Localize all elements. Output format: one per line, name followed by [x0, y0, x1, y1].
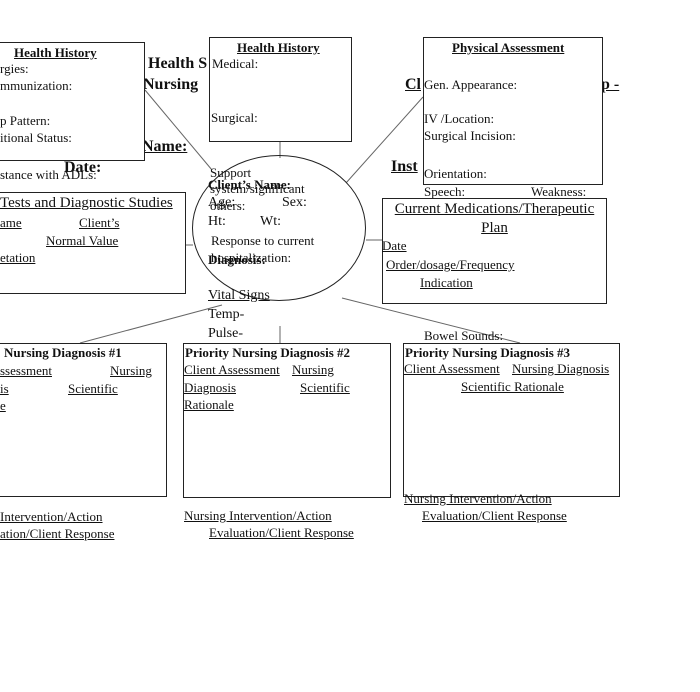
weight-label: Wt:	[260, 214, 281, 229]
lab-col-name: ame	[0, 215, 22, 230]
diagnosis-2-scientific: Scientific	[300, 380, 350, 395]
diagnosis-3-intervention: Nursing Intervention/Action	[404, 491, 552, 506]
medications-title-line2: Plan	[481, 220, 508, 236]
diagnosis-1-rationale: e	[0, 398, 6, 413]
sex-label: Sex:	[282, 195, 307, 210]
medical-label: Medical:	[212, 56, 259, 71]
bowel-sounds-label: Bowel Sounds:	[424, 328, 504, 343]
allergies-label: rgies:	[0, 61, 29, 76]
diagnosis-2-rationale: Rationale	[184, 397, 234, 412]
instructor-label: Inst	[391, 158, 418, 175]
diagnosis-2-evaluation: Evaluation/Client Response	[209, 525, 354, 540]
support-label: Support	[210, 165, 252, 180]
diagnosis-2-diagnosis: Diagnosis	[184, 380, 236, 395]
medications-title-line1: Current Medications/Therapeutic	[394, 201, 595, 217]
diagnosis-1-title: Nursing Diagnosis #1	[4, 345, 122, 360]
weakness-label: Weakness:	[531, 184, 587, 199]
lab-col-normal-value: Normal Value	[46, 233, 119, 248]
diagnosis-1-scientific: Scientific	[68, 381, 118, 396]
medications-indication-label: Indication	[420, 275, 473, 290]
medications-date-label: Date	[382, 238, 407, 253]
diagnosis-1-evaluation: ation/Client Response	[0, 526, 115, 541]
health-history-center-box: Health History	[209, 37, 352, 142]
priority-nursing-diagnosis-3-box	[403, 343, 620, 497]
diagnosis-1-client-assessment: ssessment	[0, 363, 52, 378]
diagnosis-3-client-assessment: Client Assessment	[404, 361, 500, 376]
title-fragment-p: p -	[601, 76, 620, 93]
box-title: Health History	[237, 40, 320, 55]
date-label: Date:	[64, 159, 102, 176]
client-circle	[192, 155, 366, 301]
surgical-incision-label: Surgical Incision:	[424, 128, 516, 143]
sleep-pattern-label: p Pattern:	[0, 113, 51, 128]
assistance-adls-label: stance with ADLs:	[0, 167, 97, 182]
lab-tests-title: Tests and Diagnostic Studies	[0, 195, 173, 211]
box-title: Health History	[14, 45, 97, 60]
diagnosis-1-nursing: Nursing	[110, 363, 152, 378]
diagnosis-3-title: Priority Nursing Diagnosis #3	[405, 345, 571, 360]
others-label: others:	[210, 198, 246, 213]
hospitalization-label: hospitalization:	[211, 250, 292, 265]
gen-appearance-label: Gen. Appearance:	[424, 77, 518, 92]
diagnosis-1-diagnosis: is	[0, 381, 9, 396]
vital-signs-label: Vital Signs	[208, 288, 270, 303]
diagnosis-2-title: Priority Nursing Diagnosis #2	[185, 345, 351, 360]
diagnosis-3-nursing-diagnosis: Nursing Diagnosis	[512, 361, 610, 376]
physical-assessment-box: Physical Assessment	[423, 37, 603, 185]
height-label: Ht:	[208, 214, 226, 229]
age-label: Age:	[208, 195, 236, 210]
speech-label: Speech:	[424, 184, 466, 199]
diagnosis-3-scientific-rationale: Scientific Rationale	[461, 379, 564, 394]
response-label: Response to current	[211, 233, 315, 248]
health-history-left-box: Health History	[0, 42, 145, 161]
temp-label: Temp-	[208, 307, 245, 322]
diagnosis-2-nursing: Nursing	[292, 362, 334, 377]
priority-nursing-diagnosis-2-box	[183, 343, 391, 498]
box-title: Physical Assessment	[452, 40, 565, 55]
name-label: Name:	[142, 138, 188, 155]
immunization-label: mmunization:	[0, 78, 73, 93]
system-significant-label: system/significant	[210, 181, 305, 196]
medications-order-label: Order/dosage/Frequency	[386, 257, 515, 272]
orientation-label: Orientation:	[424, 166, 487, 181]
nutritional-status-label: itional Status:	[0, 130, 72, 145]
clients-name-label: Client’s Name:	[208, 177, 291, 192]
diagnosis-1-intervention: Intervention/Action	[0, 509, 103, 524]
title-fragment-nursing: Nursing	[143, 76, 199, 93]
title-fragment-health: Health S	[148, 55, 208, 72]
title-fragment-cl: Cl	[405, 76, 421, 93]
iv-location-label: IV /Location:	[424, 111, 495, 126]
medications-box	[382, 198, 607, 304]
nursing-diagnosis-1-box	[0, 343, 167, 497]
lab-col-interpretation: etation	[0, 250, 36, 265]
diagnosis-2-intervention: Nursing Intervention/Action	[184, 508, 332, 523]
surgical-label: Surgical:	[211, 110, 258, 125]
diagnosis-label: Diagnosis:	[208, 252, 266, 267]
diagnosis-3-evaluation: Evaluation/Client Response	[422, 508, 567, 523]
pulse-label: Pulse-	[208, 326, 243, 341]
diagnosis-2-client-assessment: Client Assessment	[184, 362, 280, 377]
lab-col-clients: Client’s	[79, 215, 120, 230]
lab-tests-box	[0, 192, 186, 294]
